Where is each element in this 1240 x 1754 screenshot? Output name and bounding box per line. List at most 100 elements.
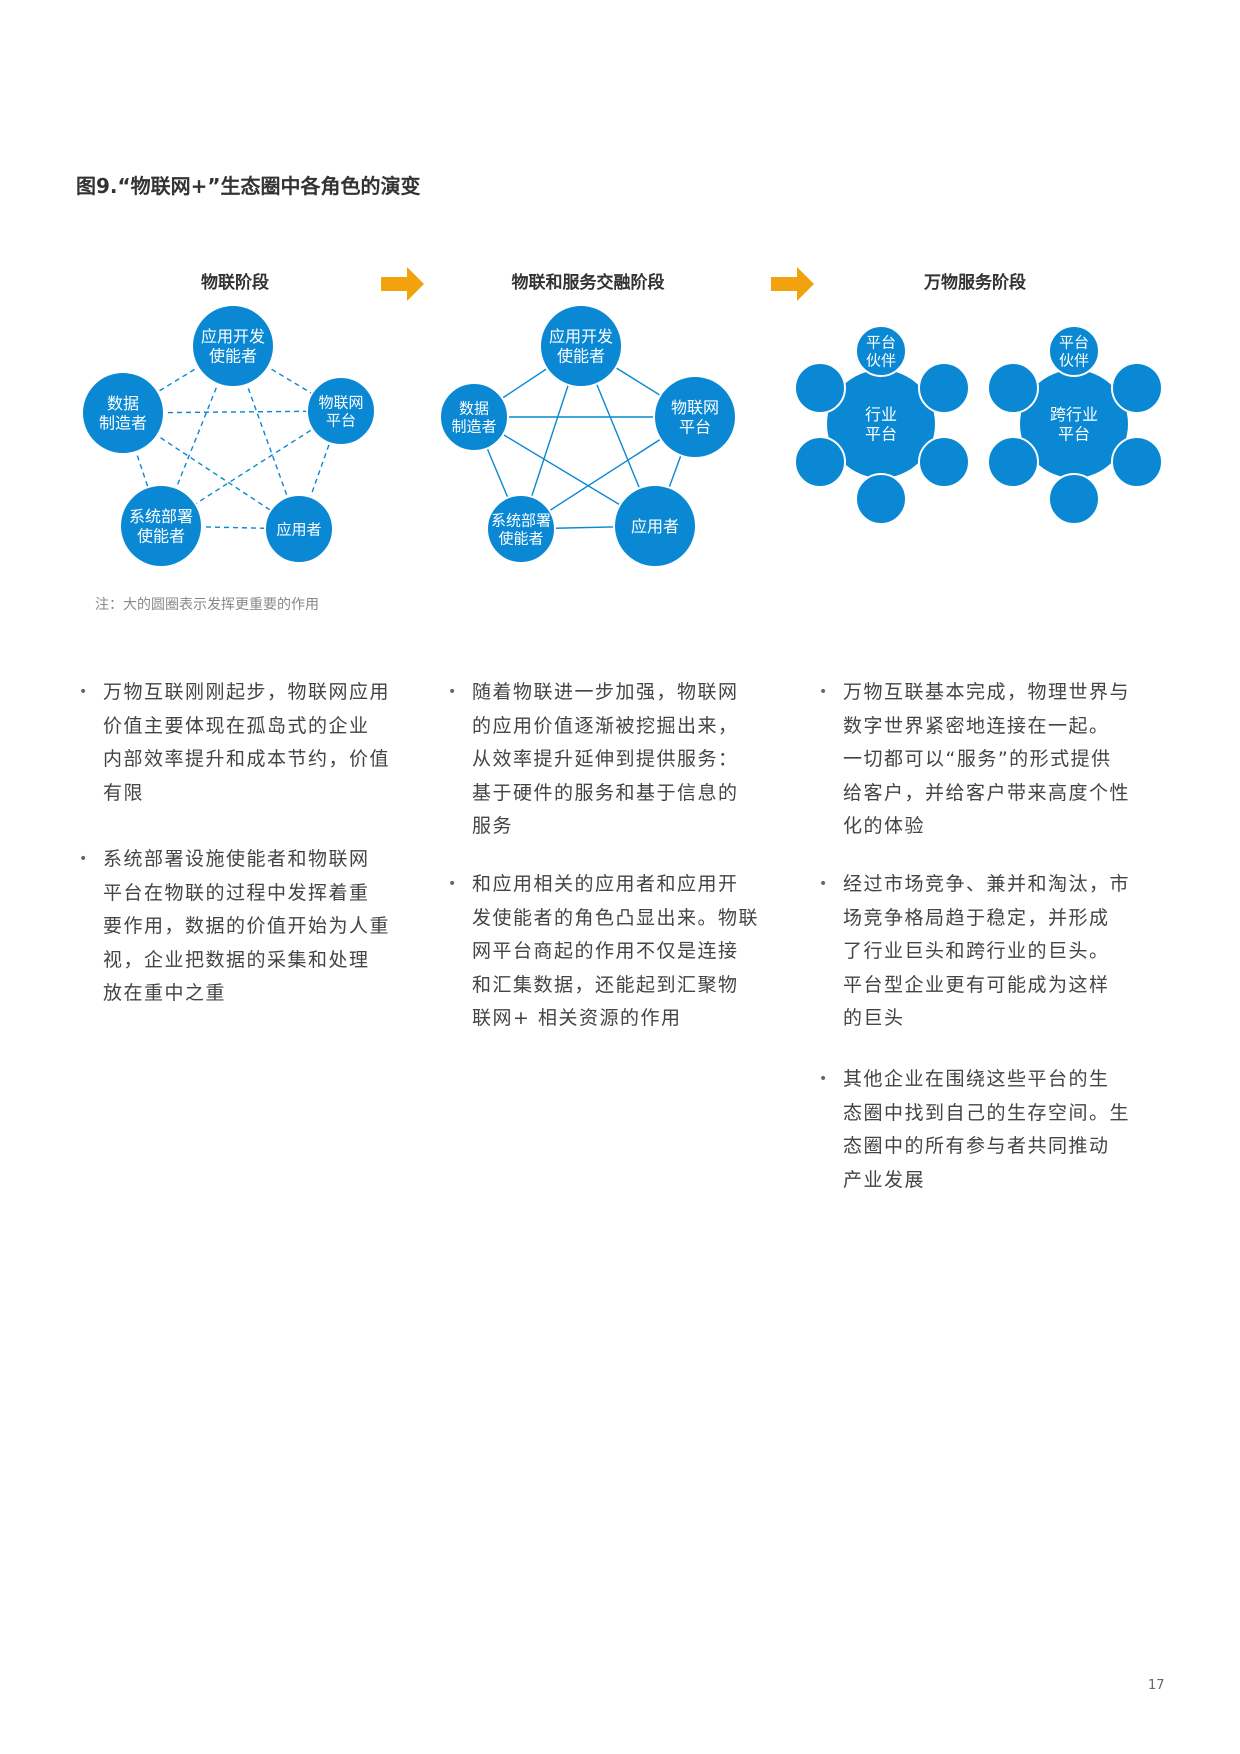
participant-circle	[1048, 473, 1100, 525]
paragraph-line: 的巨头	[843, 1007, 905, 1029]
partner-label: 平台	[1059, 333, 1089, 351]
paragraph-line: 平台型企业更有可能成为这样	[843, 973, 1110, 996]
bullet-icon: •	[819, 684, 829, 700]
paragraph-line: 价值主要体现在孤岛式的企业	[103, 714, 370, 737]
paragraph-line: 给客户，并给客户带来高度个性	[843, 781, 1131, 804]
paragraph-line: 有限	[103, 781, 145, 804]
partner-circle	[855, 325, 907, 377]
platform-label: 平台	[1058, 424, 1090, 443]
paragraph-line: 态圈中找到自己的生存空间。生	[843, 1101, 1131, 1124]
figure-title: 图9.“物联网+”生态圈中各角色的演变	[76, 174, 421, 198]
paragraph-line: 了行业巨头和跨行业的巨头。	[843, 940, 1110, 962]
role-label: 数据	[459, 399, 489, 417]
platform-label: 行业	[865, 405, 897, 424]
bullet-icon: •	[79, 684, 89, 700]
role-label: 应用者	[276, 520, 321, 538]
role-circle	[653, 375, 737, 459]
participant-circle	[794, 362, 846, 414]
role-label: 物联网	[671, 398, 719, 417]
paragraph-line: 化的体验	[843, 815, 926, 837]
bullet-paragraph: • 经过市场竞争、兼并和淘汰，市场竞争格局趋于稳定，并形成了行业巨头和跨行业的巨头…	[819, 868, 1131, 1036]
role-circle	[306, 376, 376, 446]
paragraph-line: 平台在物联的过程中发挥着重	[103, 881, 370, 904]
paragraph-line: 服务	[472, 815, 514, 837]
paragraph-line: 要作用，数据的价值开始为人重	[103, 915, 391, 937]
role-label: 数据	[107, 394, 139, 413]
paragraph-line: 和汇集数据，还能起到汇聚物	[472, 973, 739, 996]
paragraph-line: 万物互联基本完成，物理世界与	[843, 681, 1131, 703]
paragraph-line: 态圈中的所有参与者共同推动	[843, 1135, 1110, 1157]
participant-circle	[794, 436, 846, 488]
participant-circle	[918, 436, 970, 488]
participant-circle	[855, 473, 907, 525]
participant-circle	[1111, 362, 1163, 414]
platform-label: 平台	[865, 424, 897, 443]
role-label: 应用者	[631, 517, 679, 536]
role-label: 使能者	[209, 346, 257, 365]
paragraph-line: 随着物联进一步加强，物联网	[472, 681, 739, 703]
role-label: 物联网	[318, 393, 363, 411]
connection-line	[122, 412, 300, 530]
role-label: 应用开发	[549, 327, 613, 346]
stage-heading: 物联阶段	[201, 272, 269, 293]
paragraph-line: 和应用相关的应用者和应用开	[472, 873, 739, 895]
bullet-icon: •	[448, 684, 458, 700]
stage-heading: 物联和服务交融阶段	[512, 272, 665, 293]
bullet-paragraph: • 万物互联基本完成，物理世界与数字世界紧密地连接在一起。一切都可以“服务”的形式…	[819, 676, 1131, 844]
role-label: 平台	[679, 417, 711, 436]
platform-circle	[827, 370, 935, 478]
role-label: 制造者	[451, 417, 496, 435]
bullet-icon: •	[79, 851, 89, 867]
paragraph-line: 产业发展	[843, 1168, 926, 1191]
paragraph-line: 视，企业把数据的采集和处理	[103, 948, 370, 971]
bullet-icon: •	[448, 876, 458, 892]
role-label: 使能者	[498, 529, 543, 547]
ecosystem-diagram: 物联阶段应用开发使能者数据制造者物联网平台系统部署使能者应用者物联和服务交融阶段…	[81, 267, 1163, 568]
role-label: 使能者	[137, 526, 185, 545]
role-circle	[191, 304, 275, 388]
paragraph-line: 万物互联刚刚起步，物联网应用	[103, 681, 391, 703]
paragraph-line: 数字世界紧密地连接在一起。	[843, 714, 1110, 737]
role-circle	[613, 484, 697, 568]
bullet-paragraph: •随着物联进一步加强，物联网的应用价值逐渐被挖掘出来，从效率提升延伸到提供服务：…	[448, 676, 739, 844]
role-circle	[119, 484, 203, 568]
paragraph-line: 联网+ 相关资源的作用	[472, 1007, 682, 1029]
participant-circle	[987, 436, 1039, 488]
role-label: 系统部署	[129, 507, 193, 526]
paragraph-line: 基于硬件的服务和基于信息的	[472, 781, 739, 804]
bullet-icon: •	[819, 876, 829, 892]
participant-circle	[1111, 436, 1163, 488]
role-circle	[486, 494, 556, 564]
role-label: 应用开发	[201, 327, 265, 346]
bullet-paragraph: • 系统部署设施使能者和物联网平台在物联的过程中发挥着重要作用，数据的价值开始为人…	[79, 843, 391, 1011]
role-label: 系统部署	[491, 511, 551, 529]
partner-label: 伙伴	[866, 351, 896, 369]
bullet-paragraph: • 万物互联刚刚起步，物联网应用价值主要体现在孤岛式的企业内部效率提升和成本节约，…	[79, 676, 391, 810]
role-circle	[539, 304, 623, 388]
role-circle	[81, 371, 165, 455]
role-circle	[439, 382, 509, 452]
paragraph-line: 经过市场竞争、兼并和淘汰，市	[843, 873, 1131, 895]
role-label: 平台	[326, 411, 356, 429]
paragraph-line: 网平台商起的作用不仅是连接	[472, 940, 739, 962]
paragraph-line: 一切都可以“服务”的形式提供	[843, 748, 1112, 770]
partner-label: 伙伴	[1059, 351, 1089, 369]
arrow-icon	[771, 267, 814, 301]
paragraph-line: 场竞争格局趋于稳定，并形成	[843, 906, 1110, 929]
participant-circle	[987, 362, 1039, 414]
partner-circle	[1048, 325, 1100, 377]
paragraph-line: 的应用价值逐渐被挖掘出来，	[472, 714, 739, 737]
paragraph-line: 放在重中之重	[103, 982, 227, 1004]
bullet-icon: •	[819, 1071, 829, 1087]
paragraph-line: 内部效率提升和成本节约，价值	[103, 748, 391, 770]
arrow-icon	[381, 267, 424, 301]
partner-label: 平台	[866, 333, 896, 351]
role-circle	[264, 494, 334, 564]
paragraph-line: 系统部署设施使能者和物联网	[103, 848, 370, 870]
participant-circle	[918, 362, 970, 414]
paragraph-line: 发使能者的角色凸显出来。物联	[472, 906, 760, 929]
bullet-paragraph: • 和应用相关的应用者和应用开发使能者的角色凸显出来。物联网平台商起的作用不仅是连…	[448, 868, 760, 1036]
page-number: 17	[1148, 1678, 1165, 1693]
paragraph-line: 其他企业在围绕这些平台的生	[843, 1068, 1110, 1090]
